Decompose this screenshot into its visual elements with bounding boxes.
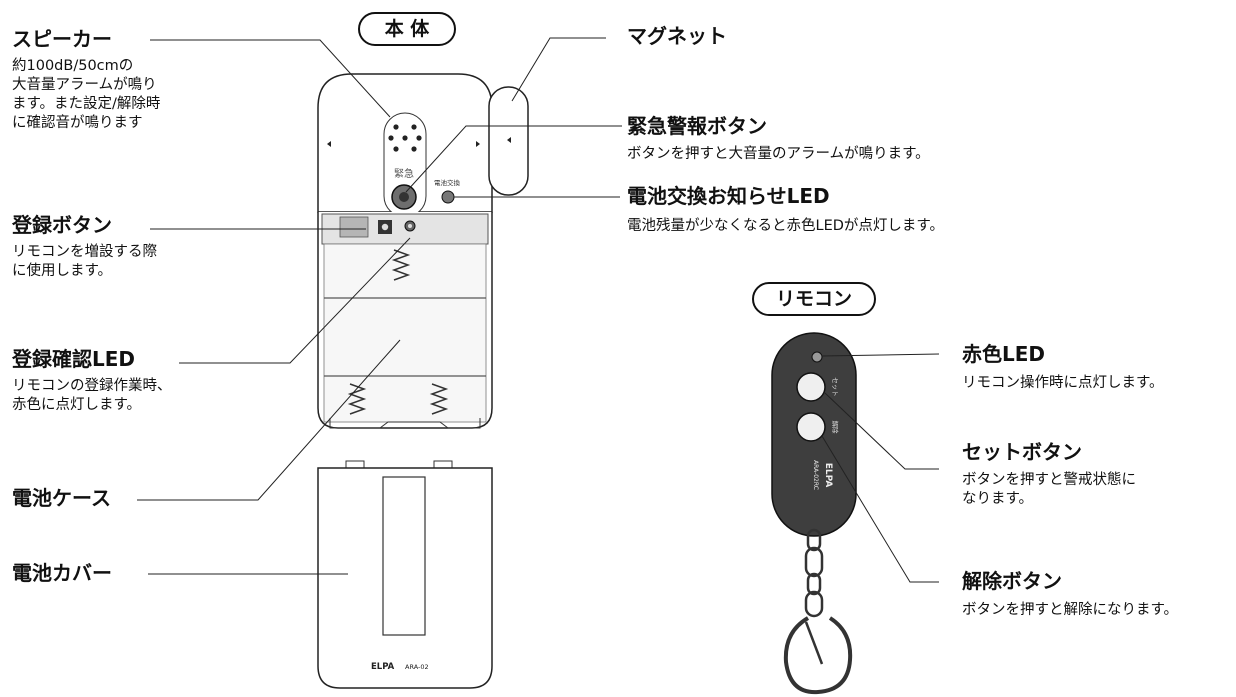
- magnet-drawing: [488, 86, 529, 196]
- register-led-desc: リモコンの登録作業時、 赤色に点灯します。: [12, 378, 172, 413]
- emergency-button-desc: ボタンを押すと大音量のアラームが鳴ります。: [627, 146, 930, 162]
- battery-led-title: 電池交換お知らせLED: [627, 184, 830, 208]
- main-unit-header: 本 体: [358, 12, 456, 46]
- speaker-title: スピーカー: [12, 27, 112, 51]
- battery-case-title: 電池ケース: [12, 486, 111, 510]
- remote-header: リモコン: [752, 282, 876, 316]
- main-unit-body: [317, 73, 493, 429]
- magnet-title: マグネット: [627, 24, 727, 48]
- remote-drawing: [771, 332, 857, 695]
- battery-cover-title: 電池カバー: [12, 561, 112, 585]
- remote-set-mark: セット: [831, 377, 839, 397]
- register-button-title: 登録ボタン: [12, 213, 112, 237]
- red-led-desc: リモコン操作時に点灯します。: [962, 375, 1164, 391]
- register-led-title: 登録確認LED: [12, 347, 136, 371]
- remote-model-mark: ARA-02RC: [812, 460, 819, 490]
- set-button-desc: ボタンを押すと警戒状態に なります。: [962, 472, 1136, 507]
- release-button-desc: ボタンを押すと解除になります。: [962, 602, 1179, 618]
- register-button-desc: リモコンを増設する際 に使用します。: [12, 244, 157, 279]
- speaker-grille: [388, 124, 422, 152]
- emergency-button-title: 緊急警報ボタン: [627, 114, 767, 138]
- battery-cover-drawing: [317, 460, 493, 689]
- emergency-mark: 緊急: [394, 167, 414, 180]
- speaker-desc: 約100dB/50cmの 大音量アラームが鳴り ます。また設定/解除時 に確認音…: [12, 58, 161, 131]
- cover-model-mark: ARA-02: [405, 663, 429, 671]
- set-button-title: セットボタン: [962, 440, 1082, 464]
- battery-led-desc: 電池残量が少なくなると赤色LEDが点灯します。: [627, 218, 944, 234]
- battery-led-drawing: [441, 190, 455, 204]
- release-button-title: 解除ボタン: [962, 569, 1062, 593]
- remote-release-mark: 解除: [831, 421, 840, 435]
- battery-springs: [347, 249, 449, 415]
- battery-swap-mark: 電池交換: [434, 178, 461, 187]
- red-led-title: 赤色LED: [962, 342, 1046, 366]
- emergency-button-drawing: [391, 184, 417, 210]
- cover-brand-mark: ELPA: [371, 662, 395, 672]
- leader-lines: [137, 37, 940, 583]
- remote-brand-mark: ELPA: [823, 463, 833, 488]
